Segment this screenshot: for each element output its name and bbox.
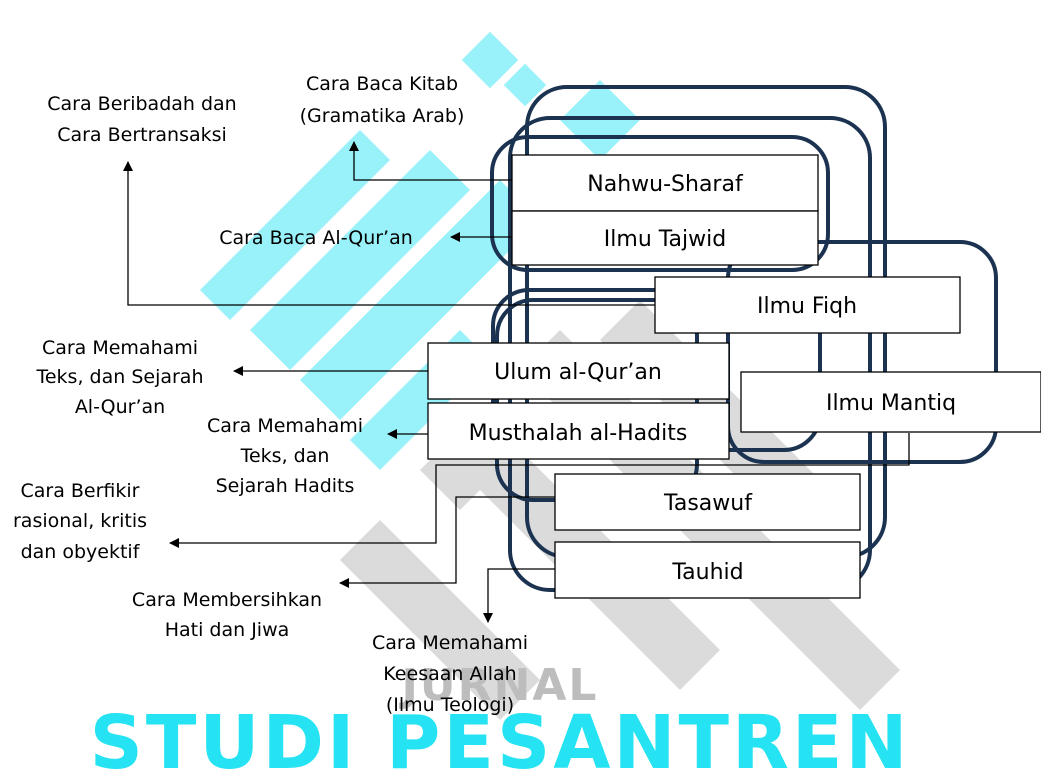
box-nahwu-label: Nahwu-Sharaf (587, 172, 744, 197)
outcome-berfikir-line1: Cara Berfikir (20, 480, 139, 502)
outcome-keesaan-line1: Cara Memahami (372, 632, 528, 654)
box-nahwu: Nahwu-Sharaf (511, 154, 819, 212)
box-tasawuf: Tasawuf (554, 473, 861, 531)
outcome-hati: Cara Membersihkan Hati dan Jiwa (132, 589, 322, 641)
outcome-keesaan: Cara Memahami Keesaan Allah (Ilmu Teolog… (372, 632, 528, 716)
outcome-teks-quran-line2: Teks, dan Sejarah (35, 366, 203, 388)
outcome-kitab: Cara Baca Kitab (Gramatika Arab) (300, 73, 465, 127)
outcome-ibadah-line2: Cara Bertransaksi (57, 124, 227, 146)
watermark-journal-text: JURNAL (399, 660, 599, 711)
box-tajwid-label: Ilmu Tajwid (604, 227, 726, 252)
arrow-nahwu-kitab (349, 141, 512, 181)
outcome-teks-hadits-line2: Teks, dan (240, 445, 330, 467)
outcome-teks-quran: Cara Memahami Teks, dan Sejarah Al-Qur’a… (35, 337, 203, 418)
outcome-ibadah-line1: Cara Beribadah dan (47, 93, 236, 115)
box-tajwid: Ilmu Tajwid (511, 210, 819, 266)
outcome-ibadah: Cara Beribadah dan Cara Bertransaksi (47, 93, 236, 146)
outcome-keesaan-line3: (Ilmu Teologi) (386, 694, 514, 716)
box-musthalah-label: Musthalah al-Hadits (469, 421, 688, 446)
outcome-hati-line1: Cara Membersihkan (132, 589, 322, 611)
box-tasawuf-label: Tasawuf (663, 491, 753, 516)
outcome-teks-quran-line3: Al-Qur’an (75, 396, 165, 418)
outcome-berfikir-line2: rasional, kritis (13, 510, 147, 532)
outcome-teks-hadits: Cara Memahami Teks, dan Sejarah Hadits (207, 415, 363, 497)
box-ulum: Ulum al-Qur’an (427, 342, 730, 400)
arrow-tasawuf-hati (339, 496, 555, 588)
box-tauhid: Tauhid (554, 541, 861, 599)
outcome-keesaan-line2: Keesaan Allah (383, 663, 516, 685)
arrow-mantiq-berfikir (169, 433, 910, 548)
box-mantiq: Ilmu Mantiq (740, 371, 1041, 433)
outcome-teks-hadits-line1: Cara Memahami (207, 415, 363, 437)
box-ulum-label: Ulum al-Qur’an (494, 360, 662, 385)
arrow-tauhid-keesaan (483, 568, 555, 623)
box-musthalah: Musthalah al-Hadits (427, 402, 730, 460)
watermark-title-text: STUDI PESANTREN (90, 700, 911, 776)
box-tauhid-label: Tauhid (671, 560, 743, 585)
frame-3 (490, 135, 830, 272)
box-fiqh: Ilmu Fiqh (654, 276, 961, 334)
outcome-kitab-line1: Cara Baca Kitab (306, 73, 458, 95)
outcome-berfikir: Cara Berfikir rasional, kritis dan obyek… (13, 480, 147, 563)
outcome-kitab-line2: (Gramatika Arab) (300, 105, 465, 127)
outcome-berfikir-line3: dan obyektif (21, 541, 141, 563)
arrow-fiqh-ibadah (123, 161, 655, 306)
outcome-teks-quran-line1: Cara Memahami (42, 337, 198, 359)
outcome-quran-line1: Cara Baca Al-Qur’an (219, 227, 413, 249)
box-mantiq-label: Ilmu Mantiq (826, 391, 956, 416)
outcome-quran: Cara Baca Al-Qur’an (219, 227, 413, 249)
outcome-teks-hadits-line3: Sejarah Hadits (216, 475, 355, 497)
box-fiqh-label: Ilmu Fiqh (757, 294, 857, 319)
outcome-hati-line2: Hati dan Jiwa (165, 619, 290, 641)
connectors (123, 141, 910, 623)
